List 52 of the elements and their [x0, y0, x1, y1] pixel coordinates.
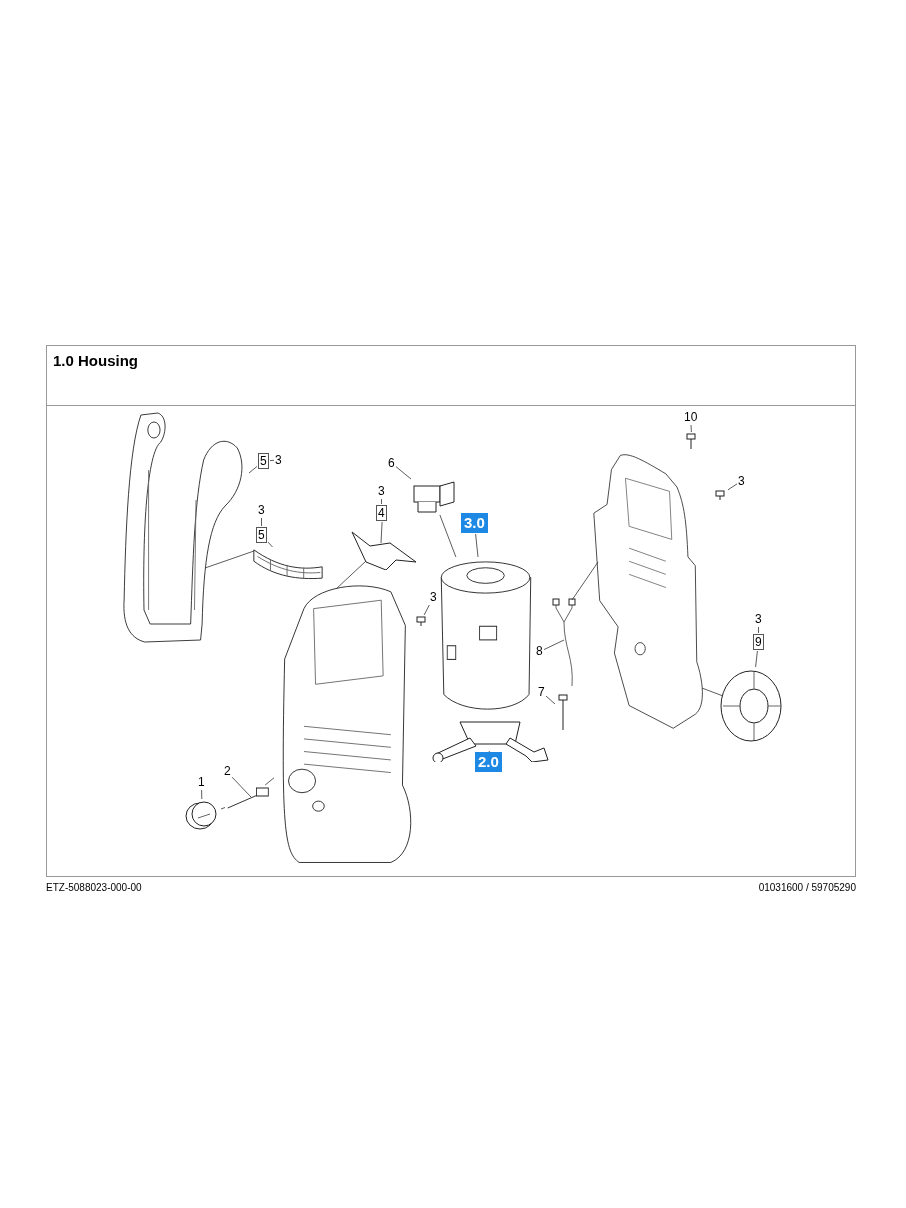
- leader-line: [204, 550, 255, 569]
- callout-number: 3: [755, 612, 762, 626]
- deflector-drawing: [350, 530, 418, 570]
- leader-line: [335, 560, 367, 590]
- drawing-number: 01031600 / 59705290: [758, 882, 856, 893]
- callout-number: 3: [378, 484, 385, 498]
- screw-drawing: [414, 616, 428, 626]
- callout-number: 3.0: [461, 513, 488, 533]
- leader-line: [261, 517, 262, 527]
- knob-drawing: [184, 800, 220, 832]
- leader-line: [423, 604, 430, 616]
- callout-number: 3: [258, 503, 265, 517]
- leader-line: [475, 533, 479, 558]
- drawing-number: ETZ-5088023-000-00: [46, 882, 142, 893]
- leader-line: [543, 639, 565, 650]
- callout-number: 8: [536, 644, 543, 658]
- leader-line: [439, 514, 457, 558]
- leader-line: [267, 541, 273, 548]
- leader-line: [269, 459, 275, 461]
- callout-number: 1: [198, 775, 205, 789]
- leader-line: [264, 777, 275, 786]
- callout-number: 6: [388, 456, 395, 470]
- leader-line: [545, 695, 556, 705]
- leader-line: [701, 687, 724, 697]
- callout-number: 3: [430, 590, 437, 604]
- cable-drawing: [552, 598, 578, 688]
- wheel-drawing: [718, 668, 784, 744]
- leader-line: [690, 424, 692, 433]
- leader-line: [758, 626, 759, 634]
- callout-number: 5: [256, 527, 267, 543]
- leader-line: [727, 483, 738, 491]
- leader-line: [395, 466, 412, 480]
- leader-line: [755, 650, 758, 668]
- diagram-title: 1.0 Housing: [53, 352, 138, 369]
- callout-number: 7: [538, 685, 545, 699]
- leader-line: [231, 776, 252, 798]
- leader-line: [380, 521, 383, 544]
- leader-line: [220, 807, 226, 810]
- callout-number: 5: [258, 453, 269, 469]
- leader-line: [248, 466, 258, 474]
- leader-line: [571, 561, 599, 601]
- leader-line: [381, 498, 382, 505]
- callout-number: 9: [753, 634, 764, 650]
- callout-number: 4: [376, 505, 387, 521]
- callout-number: 10: [684, 410, 698, 424]
- callout-number: 2.0: [475, 752, 502, 772]
- callout-number: 2: [224, 764, 231, 778]
- grille-drawing: [252, 548, 324, 580]
- callout-number: 3: [738, 474, 745, 488]
- screw-drawing: [713, 490, 727, 500]
- leader-line: [201, 789, 203, 800]
- callout-number: 3: [275, 453, 282, 467]
